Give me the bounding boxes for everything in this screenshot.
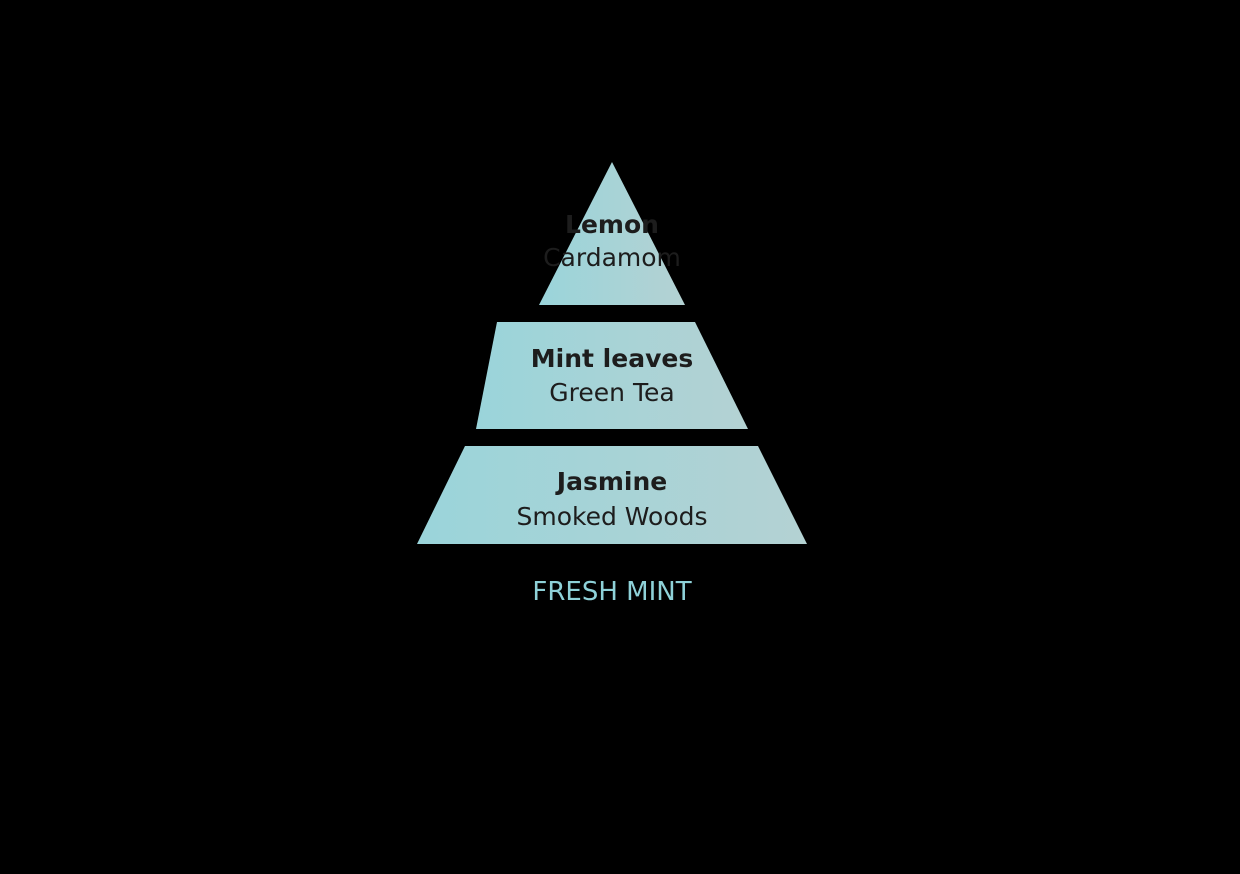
- pyramid-tier-bottom: [417, 446, 807, 544]
- pyramid-tier-top: [539, 162, 685, 305]
- base-note-secondary: Smoked Woods: [516, 502, 708, 531]
- middle-note-primary: Mint leaves: [530, 344, 694, 373]
- fragrance-title: FRESH MINT: [532, 577, 692, 607]
- pyramid-tier-middle: [476, 322, 748, 429]
- middle-note-secondary: Green Tea: [549, 378, 675, 407]
- top-note-secondary: Cardamom: [543, 243, 681, 272]
- top-note-primary: Lemon: [565, 210, 659, 239]
- base-note-primary: Jasmine: [556, 467, 668, 496]
